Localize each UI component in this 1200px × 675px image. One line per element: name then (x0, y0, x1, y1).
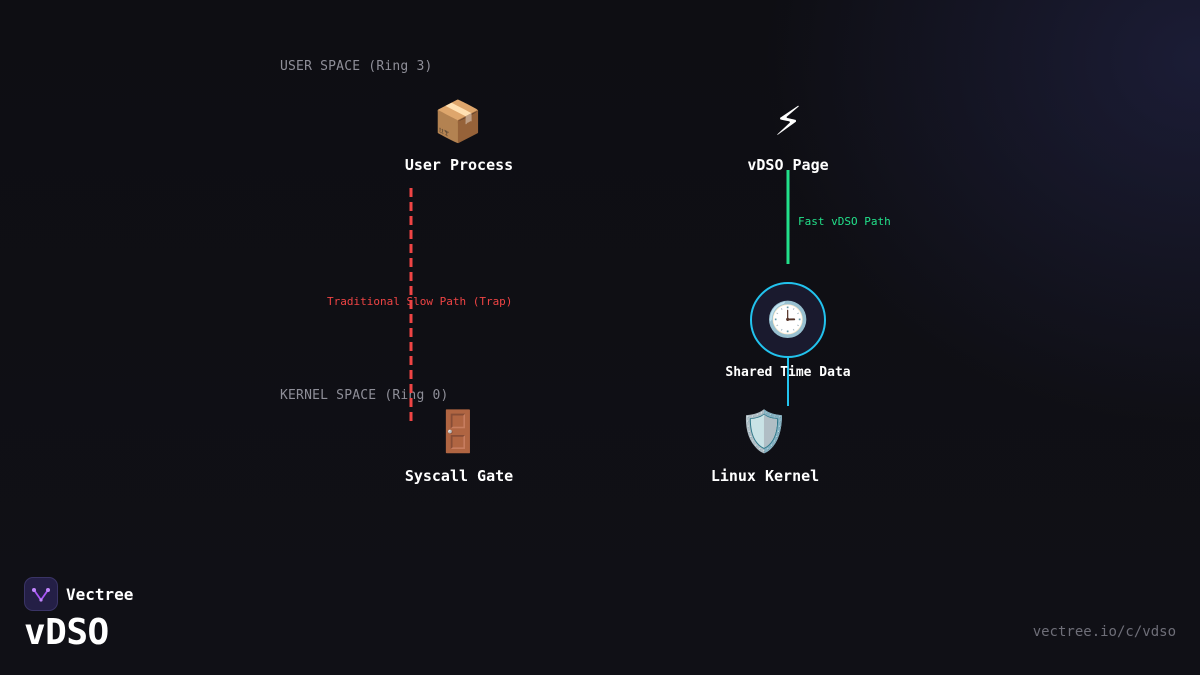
syscall-gate-label: Syscall Gate (404, 467, 514, 485)
kernel-link-edge (787, 356, 789, 406)
slow-path-edge (409, 188, 413, 424)
door-icon: 🚪 (433, 409, 483, 455)
kernel-space-label: KERNEL SPACE (Ring 0) (280, 388, 449, 403)
vdso-page-label: vDSO Page (747, 156, 829, 174)
fast-path-edge (786, 170, 790, 264)
user-space-label: USER SPACE (Ring 3) (280, 59, 433, 74)
user-process-label: User Process (404, 156, 514, 174)
lightning-icon: ⚡ (773, 99, 803, 145)
topic-title: vDSO (24, 612, 109, 653)
shared-time-data-label: Shared Time Data (725, 365, 851, 380)
source-url[interactable]: vectree.io/c/vdso (1032, 624, 1176, 640)
fast-path-label: Fast vDSO Path (798, 215, 891, 228)
shield-icon: 🛡️ (739, 409, 789, 455)
linux-kernel-label: Linux Kernel (710, 467, 820, 485)
slow-path-label: Traditional Slow Path (Trap) (327, 295, 513, 308)
brand-name: Vectree (66, 584, 134, 604)
shared-time-data-node: 🕒 (750, 282, 826, 358)
package-icon: 📦 (433, 99, 483, 145)
vectree-logo-icon (24, 577, 58, 611)
clock-icon: 🕒 (766, 300, 810, 340)
brand: Vectree (24, 577, 133, 611)
